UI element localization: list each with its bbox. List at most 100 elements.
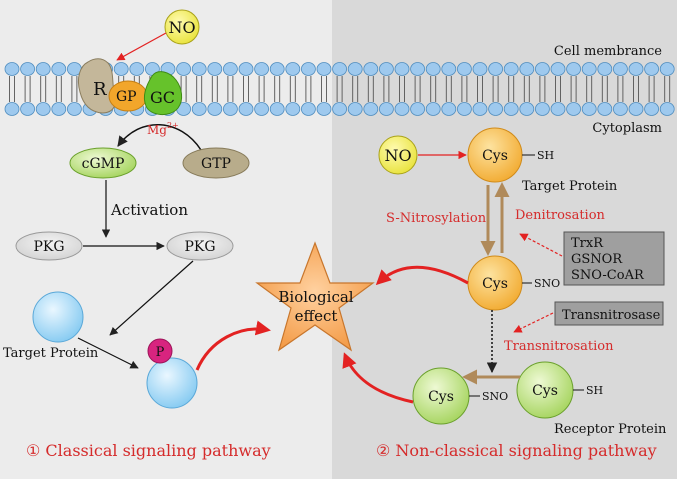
- biological-effect-line2: effect: [295, 307, 338, 325]
- lipid-head: [378, 102, 394, 116]
- lipid-head: [222, 62, 238, 76]
- cgmp-node: [69, 147, 137, 179]
- lipid-head: [441, 62, 457, 76]
- s-nitrosylation-label: S-Nitrosylation: [386, 211, 487, 226]
- lipid-head: [129, 62, 145, 76]
- cgmp-label: cGMP: [82, 156, 125, 172]
- lipid-head: [207, 62, 223, 76]
- lipid-head: [347, 102, 363, 116]
- lipid-head: [550, 102, 566, 116]
- lipid-head: [535, 62, 550, 76]
- mg-label: Mg2+: [147, 121, 179, 137]
- lipid-head: [300, 102, 316, 116]
- lipid-head: [503, 62, 519, 76]
- target-protein-left: [32, 291, 84, 343]
- transnitrosation-label: Transnitrosation: [504, 339, 614, 354]
- lipid-head: [269, 62, 285, 76]
- lipid-head: [519, 102, 535, 116]
- lipid-head: [20, 62, 36, 76]
- pkg-right-label: PKG: [184, 239, 215, 255]
- pkg-to-protein-arrow: [109, 260, 194, 336]
- lipid-head: [394, 62, 410, 76]
- lipid-head: [238, 102, 254, 116]
- receptor-protein-label: Receptor Protein: [554, 422, 667, 437]
- lipid-head: [207, 102, 223, 116]
- target-sh-label: SH: [537, 149, 554, 162]
- biological-effect-line1: Biological: [278, 288, 353, 306]
- gp-label: GP: [116, 89, 137, 105]
- gsnor-label: GSNOR: [571, 252, 623, 267]
- phosphate-label: P: [156, 345, 165, 360]
- lipid-head: [254, 102, 270, 116]
- lipid-head: [597, 102, 613, 116]
- lipid-head: [519, 62, 535, 76]
- transnitrosase-label: Transnitrosase: [562, 308, 661, 323]
- lipid-head: [503, 102, 519, 116]
- trxr-label: TrxR: [571, 236, 604, 251]
- activation-label: Activation: [110, 201, 188, 219]
- lipid-head: [550, 62, 566, 76]
- sno-label: SNO: [534, 277, 560, 290]
- phosphate-group: [147, 338, 173, 364]
- lipid-head: [51, 62, 67, 76]
- lipid-head: [332, 102, 348, 116]
- lipid-head: [488, 102, 504, 116]
- no-right-label: NO: [384, 146, 411, 165]
- receptor-cys-sno-label: Cys: [428, 389, 454, 405]
- lipid-head: [51, 102, 67, 116]
- lipid-head: [581, 102, 597, 116]
- lipid-head: [441, 102, 457, 116]
- receptor-sno-label: SNO: [482, 390, 508, 403]
- gtp-to-cgmp-arrow: [117, 123, 202, 151]
- lipid-head: [285, 102, 301, 116]
- lipid-head: [285, 62, 301, 76]
- lipid-head: [378, 62, 394, 76]
- lipid-head: [347, 62, 363, 76]
- lipid-head: [4, 102, 20, 116]
- lipid-head: [659, 102, 675, 116]
- lipid-head: [456, 62, 472, 76]
- denitrosylase-arrow: [519, 233, 563, 257]
- pkg-active-node: [166, 231, 234, 261]
- gc-shape: [143, 71, 183, 115]
- transnitrosase-box: [554, 301, 664, 326]
- pkg-left-label: PKG: [33, 239, 64, 255]
- transnitrosase-arrow: [513, 312, 554, 333]
- cys-sno-label: Cys: [482, 276, 508, 292]
- denitrosation-label: Denitrosation: [515, 208, 606, 223]
- phospho-to-effect-arrow: [195, 320, 271, 371]
- cell-membrane-label: Cell membrance: [554, 44, 662, 59]
- lipid-head: [269, 102, 285, 116]
- no-molecule-right: [378, 135, 418, 175]
- lipid-head: [35, 62, 51, 76]
- sno-coar-label: SNO-CoAR: [571, 268, 645, 283]
- lipid-head: [581, 62, 597, 76]
- lipid-head: [425, 102, 441, 116]
- gc-label: GC: [150, 88, 175, 107]
- protein-phosphorylation-arrow: [77, 337, 139, 369]
- no-to-receptor-arrow: [116, 32, 167, 61]
- lipid-head: [394, 102, 410, 116]
- lipid-head: [425, 62, 441, 76]
- lipid-head: [316, 62, 332, 76]
- receptor-cys-sh-label: Cys: [532, 383, 558, 399]
- target-protein-left-label: Target Protein: [3, 346, 99, 361]
- phosphorylated-protein: [146, 357, 198, 409]
- cell-membrane: [4, 62, 675, 116]
- target-protein-right-label: Target Protein: [522, 179, 618, 194]
- lipid-head: [332, 62, 348, 76]
- target-cys-label: Cys: [482, 148, 508, 164]
- lipid-head: [238, 62, 254, 76]
- receptor-shape: [77, 58, 116, 114]
- lipid-head: [566, 62, 581, 76]
- lipid-head: [363, 62, 379, 76]
- lipid-head: [472, 102, 488, 116]
- lipid-head: [613, 102, 628, 116]
- lipid-head: [67, 102, 82, 116]
- lipid-head: [566, 102, 581, 116]
- no-top-label: NO: [168, 18, 195, 37]
- lipid-head: [20, 102, 36, 116]
- lipid-head: [472, 62, 488, 76]
- lipid-head: [300, 62, 316, 76]
